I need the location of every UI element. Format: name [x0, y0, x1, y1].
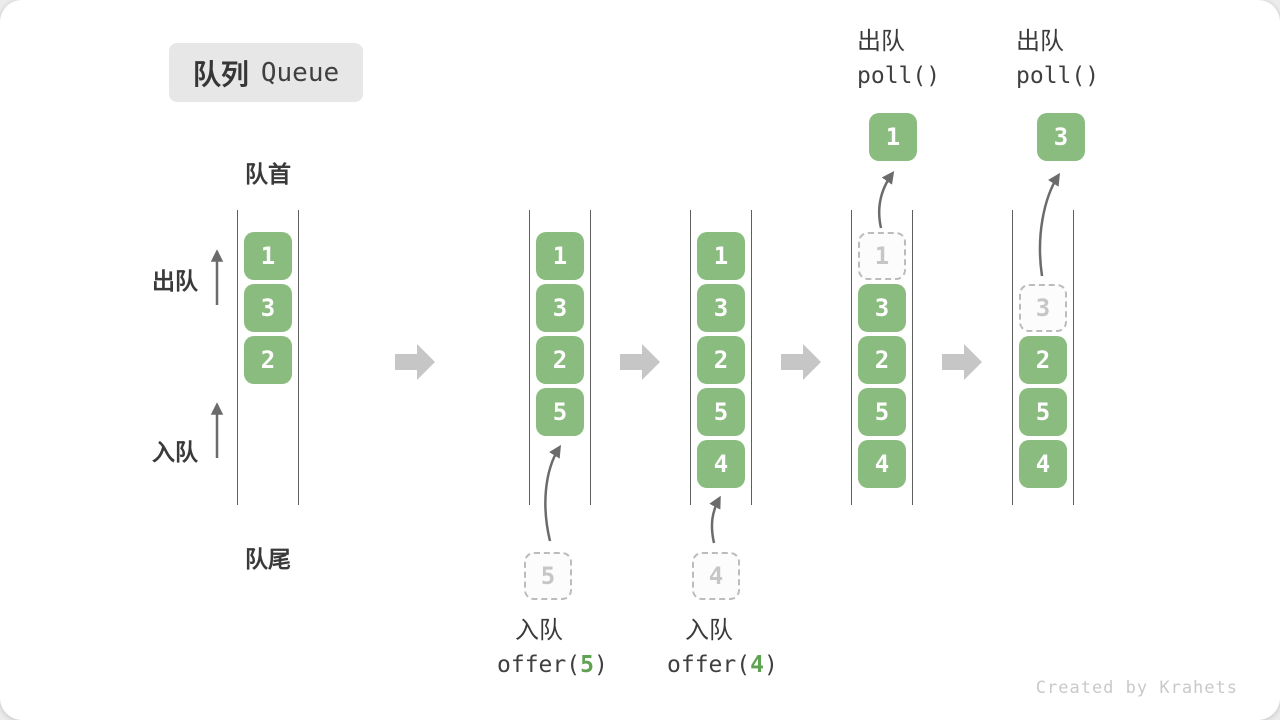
- caption-zh: 出队: [857, 27, 905, 55]
- block-arrow-icon: [620, 344, 660, 380]
- front-label: 队首: [245, 162, 291, 188]
- queue-item: 2: [697, 336, 745, 384]
- queue-column-3: 1 3 2 5 4: [690, 210, 752, 505]
- queue-item: 5: [858, 388, 906, 436]
- queue-item: 1: [536, 232, 584, 280]
- dequeue-label: 出队: [152, 269, 198, 295]
- caption-code-arg: 4: [750, 652, 764, 678]
- caption-poll-3: 出队 poll(): [1016, 24, 1099, 94]
- queue-item: 4: [858, 440, 906, 488]
- dequeue-up-arrow-icon: [210, 249, 224, 305]
- pending-item: 4: [692, 552, 740, 600]
- queue-column-1: 1 3 2: [237, 210, 299, 505]
- caption-poll-1: 出队 poll(): [857, 24, 940, 94]
- dequeue-curved-arrow-icon: [877, 170, 895, 229]
- queue-item: 3: [858, 284, 906, 332]
- poll-result-item: 3: [1037, 113, 1085, 161]
- caption-zh: 出队: [1016, 27, 1064, 55]
- block-arrow-icon: [942, 344, 982, 380]
- queue-item: 2: [1019, 336, 1067, 384]
- queue-item: 5: [1019, 388, 1067, 436]
- caption-code: offer(5): [497, 652, 608, 678]
- queue-item: 5: [536, 388, 584, 436]
- title-badge: 队列 Queue: [169, 43, 363, 102]
- enqueue-curved-arrow-icon: [709, 495, 721, 544]
- watermark: Created by Krahets: [1035, 678, 1238, 698]
- queue-item: 5: [697, 388, 745, 436]
- queue-item: 2: [536, 336, 584, 384]
- block-arrow-icon: [395, 344, 435, 380]
- pending-item: 5: [524, 552, 572, 600]
- caption-code: poll(): [857, 63, 941, 89]
- rear-label: 队尾: [245, 547, 291, 573]
- caption-code: offer(4): [667, 652, 778, 678]
- queue-item: 1: [244, 232, 292, 280]
- enqueue-curved-arrow-icon: [544, 444, 561, 542]
- queue-column-4: 1 3 2 5 4: [851, 210, 913, 505]
- enqueue-label: 入队: [152, 440, 198, 466]
- queue-item: 3: [244, 284, 292, 332]
- queue-item: 1: [697, 232, 745, 280]
- block-arrow-icon: [781, 344, 821, 380]
- dequeue-curved-arrow-icon: [1038, 172, 1061, 277]
- caption-code-arg: 5: [580, 652, 594, 678]
- queue-item: 2: [858, 336, 906, 384]
- poll-result-item: 1: [869, 113, 917, 161]
- queue-item: 4: [1019, 440, 1067, 488]
- queue-item: 2: [244, 336, 292, 384]
- caption-zh: 入队: [685, 616, 733, 644]
- title-en: Queue: [260, 57, 340, 88]
- queue-column-2: 1 3 2 5: [529, 210, 591, 505]
- caption-offer-4: 入队 offer(4): [667, 613, 778, 683]
- caption-code: poll(): [1016, 63, 1100, 89]
- queue-item: 4: [697, 440, 745, 488]
- caption-zh: 入队: [515, 616, 563, 644]
- queue-column-5: 3 2 5 4: [1012, 210, 1074, 505]
- enqueue-up-arrow-icon: [210, 402, 224, 458]
- queue-item: 3: [536, 284, 584, 332]
- removed-item: 1: [858, 232, 906, 280]
- title-zh: 队列: [192, 57, 249, 91]
- removed-item: 3: [1019, 284, 1067, 332]
- queue-item: 3: [697, 284, 745, 332]
- caption-offer-5: 入队 offer(5): [497, 613, 608, 683]
